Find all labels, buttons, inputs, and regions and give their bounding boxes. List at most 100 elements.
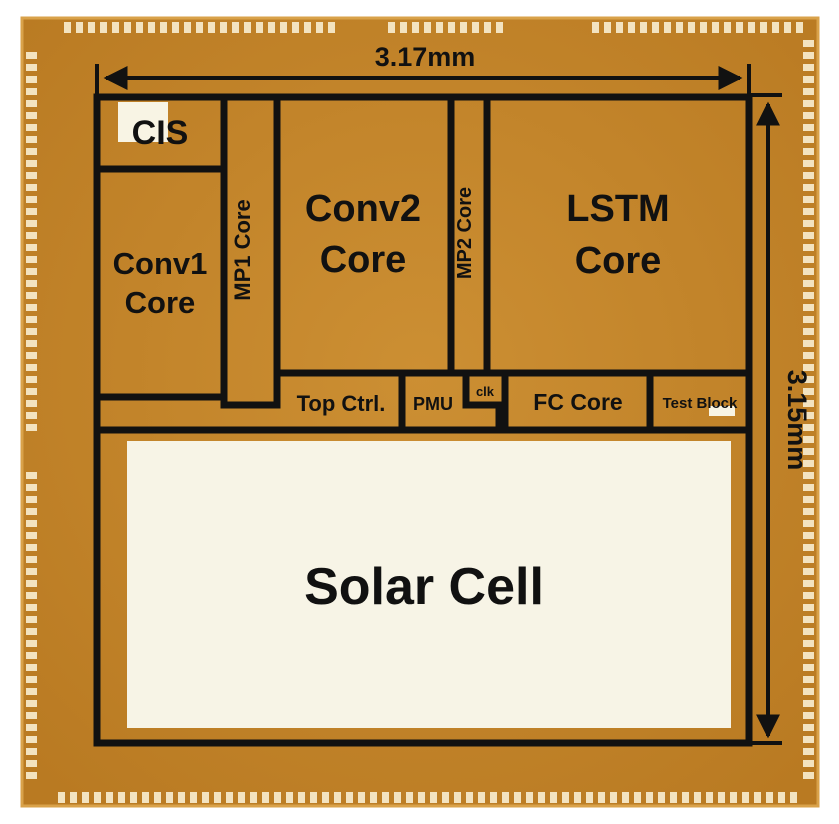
bond-pad — [106, 792, 113, 803]
bond-pad — [26, 544, 37, 551]
bond-pad — [724, 22, 731, 33]
bond-pad — [634, 792, 641, 803]
bond-pad — [26, 568, 37, 575]
bond-pad — [26, 520, 37, 527]
bond-pad — [26, 148, 37, 155]
bond-pad — [26, 556, 37, 563]
bond-pad — [803, 580, 814, 587]
bond-pad — [496, 22, 503, 33]
bond-pad — [130, 792, 137, 803]
bond-pad — [784, 22, 791, 33]
bond-pad — [803, 64, 814, 71]
bond-pad — [70, 792, 77, 803]
bond-pad — [736, 22, 743, 33]
bond-pad — [803, 376, 814, 383]
bond-pad — [682, 792, 689, 803]
bond-pad — [803, 388, 814, 395]
bond-pad — [160, 22, 167, 33]
bond-pad — [526, 792, 533, 803]
bond-pad — [26, 664, 37, 671]
bond-pad — [250, 792, 257, 803]
bond-pad — [803, 592, 814, 599]
bond-pad — [202, 792, 209, 803]
bond-pad — [706, 792, 713, 803]
bond-pad — [26, 292, 37, 299]
bond-pad — [803, 76, 814, 83]
bond-pad — [238, 792, 245, 803]
bond-pad — [803, 472, 814, 479]
bond-pad — [26, 268, 37, 275]
bond-pad — [334, 792, 341, 803]
bond-pad — [772, 22, 779, 33]
bond-pad — [26, 364, 37, 371]
bond-pad — [26, 160, 37, 167]
bond-pad — [803, 772, 814, 779]
bond-pad — [26, 316, 37, 323]
bond-pad — [628, 22, 635, 33]
bond-pad — [26, 328, 37, 335]
test-block-pad — [709, 406, 735, 416]
bond-pad — [803, 136, 814, 143]
bond-pad — [803, 160, 814, 167]
bond-pad — [316, 22, 323, 33]
bond-pad — [26, 124, 37, 131]
bond-pad — [26, 280, 37, 287]
bond-pad — [803, 688, 814, 695]
bond-pad — [803, 364, 814, 371]
bond-pad — [26, 208, 37, 215]
bond-pad — [803, 40, 814, 47]
bond-pad — [616, 22, 623, 33]
cis-sensor-region — [118, 102, 168, 142]
bond-pad — [688, 22, 695, 33]
bond-pad — [622, 792, 629, 803]
bond-pad — [803, 292, 814, 299]
bond-pad — [700, 22, 707, 33]
lstm-label-line2: Core — [575, 240, 662, 282]
bond-pad — [664, 22, 671, 33]
bond-pad — [26, 52, 37, 59]
bond-pad — [26, 136, 37, 143]
bond-pad — [76, 22, 83, 33]
bond-pad — [26, 76, 37, 83]
bond-pad — [148, 22, 155, 33]
bond-pad — [58, 792, 65, 803]
bond-pad — [803, 748, 814, 755]
bond-pad — [502, 792, 509, 803]
bond-pad — [803, 712, 814, 719]
bond-pad — [26, 496, 37, 503]
bond-pad — [214, 792, 221, 803]
bond-pad — [803, 664, 814, 671]
bond-pad — [803, 556, 814, 563]
bond-pad — [436, 22, 443, 33]
bond-pad — [112, 22, 119, 33]
bond-pad — [718, 792, 725, 803]
bond-pad — [256, 22, 263, 33]
bond-pad — [26, 352, 37, 359]
bond-pad — [26, 712, 37, 719]
width-label: 3.17mm — [375, 42, 476, 72]
bond-pad — [244, 22, 251, 33]
bond-pad — [26, 412, 37, 419]
bond-pad — [26, 676, 37, 683]
bond-pad — [640, 22, 647, 33]
bond-pad — [280, 22, 287, 33]
fc-core-label: FC Core — [533, 389, 622, 415]
bond-pad — [448, 22, 455, 33]
bond-pad — [694, 792, 701, 803]
bond-pad — [26, 760, 37, 767]
bond-pad — [26, 184, 37, 191]
bond-pad — [803, 256, 814, 263]
bond-pad — [26, 388, 37, 395]
bond-pad — [803, 184, 814, 191]
height-label: 3.15mm — [782, 370, 812, 471]
bond-pad — [803, 412, 814, 419]
conv1-label-line1: Conv1 — [113, 246, 208, 281]
bond-pad — [803, 208, 814, 215]
bond-pad — [136, 22, 143, 33]
bond-pad — [748, 22, 755, 33]
bond-pad — [196, 22, 203, 33]
bond-pad — [388, 22, 395, 33]
bond-pad — [26, 64, 37, 71]
bond-pad — [26, 640, 37, 647]
conv1-label-line2: Core — [125, 285, 196, 320]
